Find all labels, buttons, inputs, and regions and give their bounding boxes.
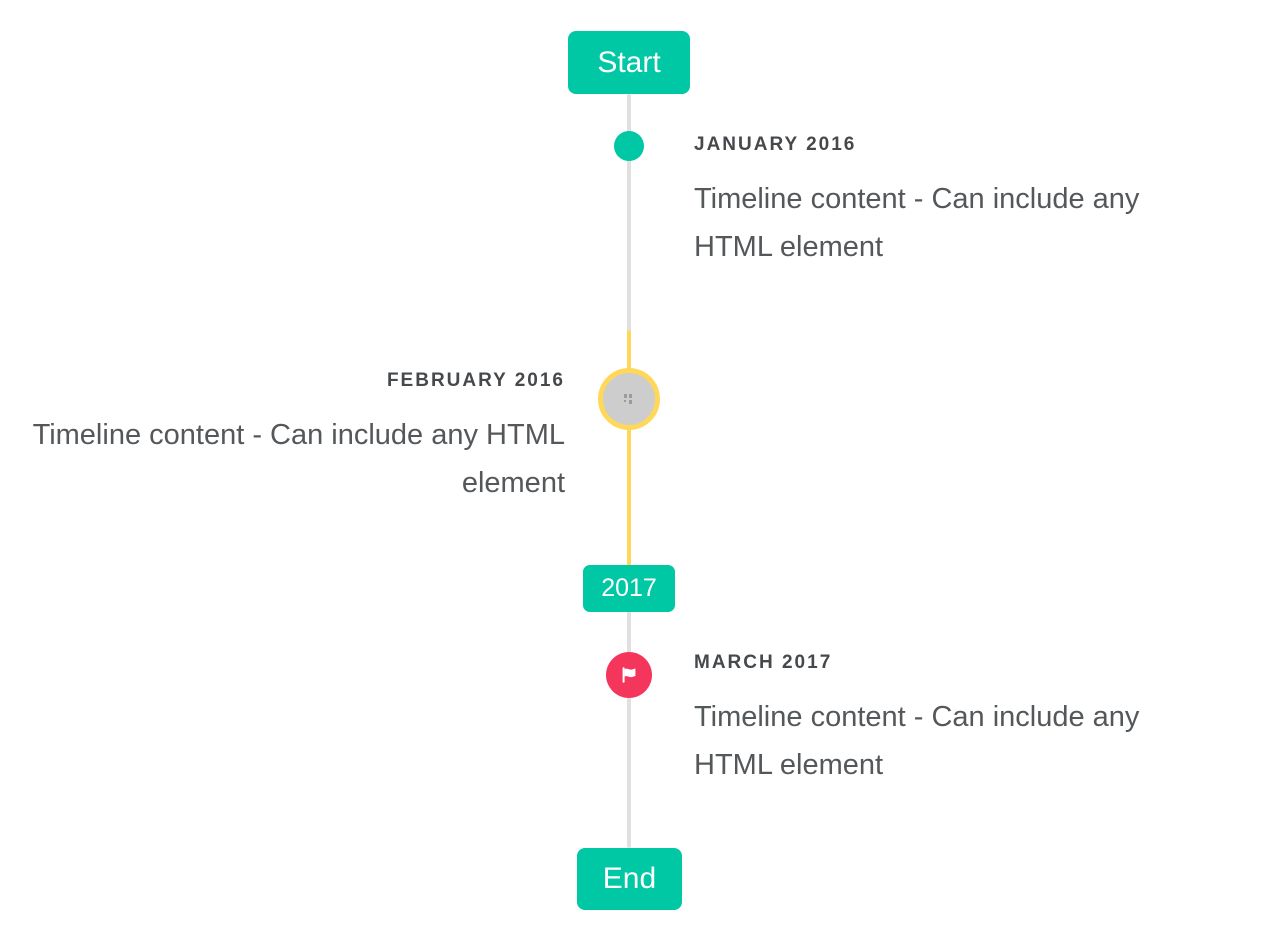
entry-title: JANUARY 2016 [694, 134, 857, 155]
entry-title: MARCH 2017 [694, 652, 833, 673]
marker-flag-march[interactable] [606, 652, 652, 698]
timeline-year-badge[interactable]: 2017 [583, 565, 675, 612]
timeline-end-badge[interactable]: End [577, 848, 682, 910]
timeline-entry-february: FEBRUARY 2016 Timeline content - Can inc… [5, 370, 565, 507]
timeline-entry-march: MARCH 2017 Timeline content - Can includ… [694, 652, 1224, 789]
timeline-line-highlight [627, 330, 631, 566]
timeline-entry-january: JANUARY 2016 Timeline content - Can incl… [694, 134, 1224, 271]
marker-image-february[interactable] [598, 368, 660, 430]
entry-title: FEBRUARY 2016 [386, 370, 565, 391]
broken-image-icon [621, 392, 637, 406]
entry-content: Timeline content - Can include any HTML … [694, 183, 1140, 263]
marker-dot-january[interactable] [614, 131, 644, 161]
entry-content: Timeline content - Can include any HTML … [694, 701, 1140, 781]
flag-icon [618, 664, 640, 686]
timeline-start-badge[interactable]: Start [568, 31, 690, 94]
entry-content: Timeline content - Can include any HTML … [32, 419, 565, 499]
